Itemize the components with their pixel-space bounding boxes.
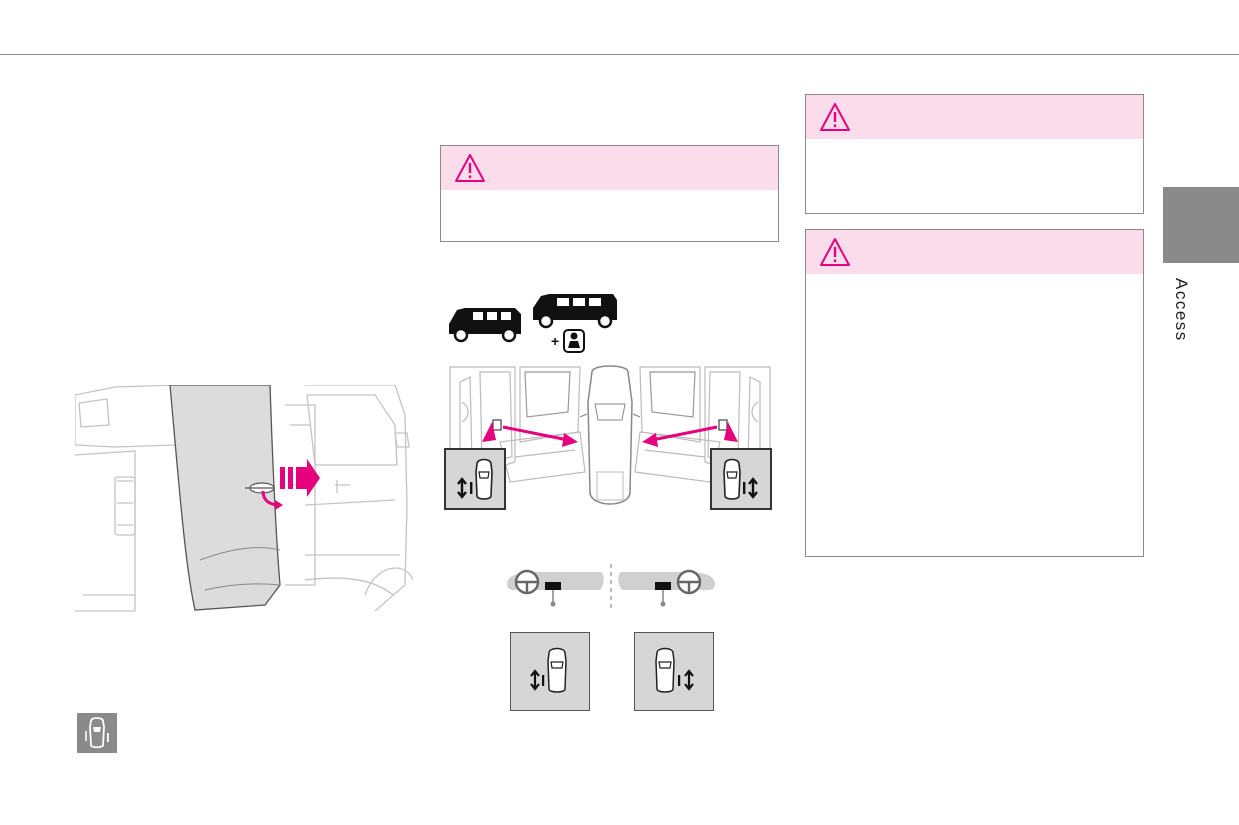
warning-header xyxy=(441,146,778,190)
child-seat-icon xyxy=(563,329,585,353)
child-lock-switch-right xyxy=(634,632,714,711)
dashboard-lhd-icon xyxy=(507,569,604,607)
van-long-icon xyxy=(533,294,617,329)
warning-header xyxy=(806,230,1143,274)
warning-triangle-icon xyxy=(820,238,850,266)
child-lock-switch-right-large xyxy=(710,448,772,510)
dashboard-rhd-icon xyxy=(618,569,715,607)
warning-box-2 xyxy=(805,94,1144,214)
child-lock-symbol-icon xyxy=(457,458,493,500)
van-variants-icons: + xyxy=(449,294,617,353)
sliding-door-illustration xyxy=(75,385,413,612)
chapter-tab-label: Access xyxy=(1172,278,1191,342)
child-lock-symbol-icon xyxy=(723,458,758,500)
rear-door-child-lock-illustration xyxy=(449,365,771,505)
warning-header xyxy=(806,95,1143,139)
dashboard-lhd-rhd-icons xyxy=(507,564,715,610)
child-lock-indicator-icon xyxy=(77,713,117,753)
plus-sign: + xyxy=(551,333,559,349)
header-rule xyxy=(0,54,1239,55)
child-lock-symbol-icon xyxy=(530,647,567,693)
van-short-icon xyxy=(449,308,521,343)
child-lock-symbol-icon xyxy=(655,647,694,693)
warning-triangle-icon xyxy=(455,154,485,182)
child-lock-switch-left-large xyxy=(444,448,506,510)
warning-triangle-icon xyxy=(820,103,850,131)
warning-box-1 xyxy=(440,145,779,242)
warning-box-3 xyxy=(805,229,1144,557)
child-lock-switch-left xyxy=(510,632,590,711)
chapter-tab xyxy=(1163,187,1239,263)
